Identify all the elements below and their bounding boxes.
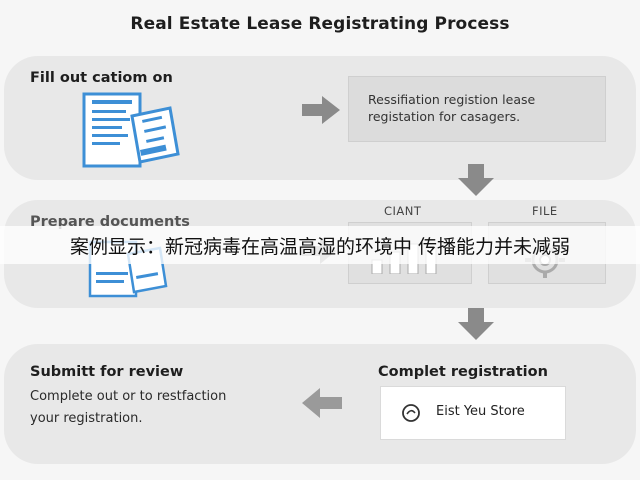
step-fill-out-title: Fill out catiom on bbox=[30, 70, 173, 86]
arrow-down-icon bbox=[458, 308, 494, 340]
caption-band bbox=[0, 226, 640, 264]
store-button[interactable] bbox=[380, 386, 566, 440]
step-submit-title: Submitt for review bbox=[30, 364, 184, 380]
step-complete-title: Complet registration bbox=[378, 364, 548, 380]
step-submit-line2: your registration. bbox=[30, 411, 143, 426]
fill-out-info-box bbox=[348, 76, 606, 142]
search-icon bbox=[402, 404, 420, 422]
fill-out-box-line1: Ressifiation registion lease bbox=[368, 92, 536, 107]
arrow-right-icon bbox=[302, 96, 340, 124]
chart-label: CIANT bbox=[384, 204, 422, 218]
store-button-label: Eist Yeu Store bbox=[436, 404, 525, 419]
arrow-down-icon bbox=[458, 164, 494, 196]
fill-out-box-line2: registation for casagers. bbox=[368, 109, 521, 124]
step-fill-out-panel: Fill out catiom on Ressifiation registio… bbox=[4, 56, 636, 180]
arrow-left-icon bbox=[302, 388, 342, 418]
diagram-title: Real Estate Lease Registrating Process bbox=[130, 14, 510, 34]
documents-icon bbox=[82, 92, 180, 168]
step-submit-line1: Complete out or to restfaction bbox=[30, 389, 227, 404]
file-label: FILE bbox=[532, 204, 558, 218]
overlay-caption: 案例显示：新冠病毒在高温高湿的环境中 传播能力并未减弱 bbox=[69, 236, 571, 258]
